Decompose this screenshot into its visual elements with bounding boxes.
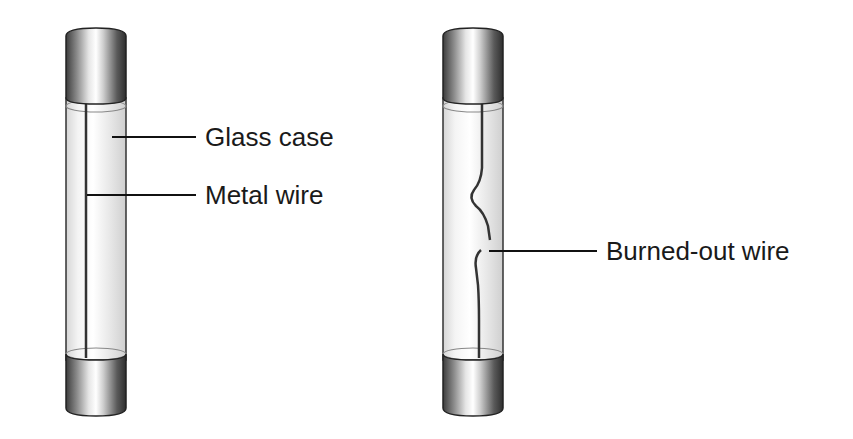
part-label: Glass case [205, 124, 334, 150]
leader-line [112, 136, 196, 138]
blown-fuse [443, 28, 503, 416]
part-label: Burned-out wire [606, 238, 790, 264]
leader-line [489, 250, 597, 252]
part-label: Metal wire [205, 182, 323, 208]
intact-fuse [66, 28, 126, 416]
leader-line [87, 194, 196, 196]
